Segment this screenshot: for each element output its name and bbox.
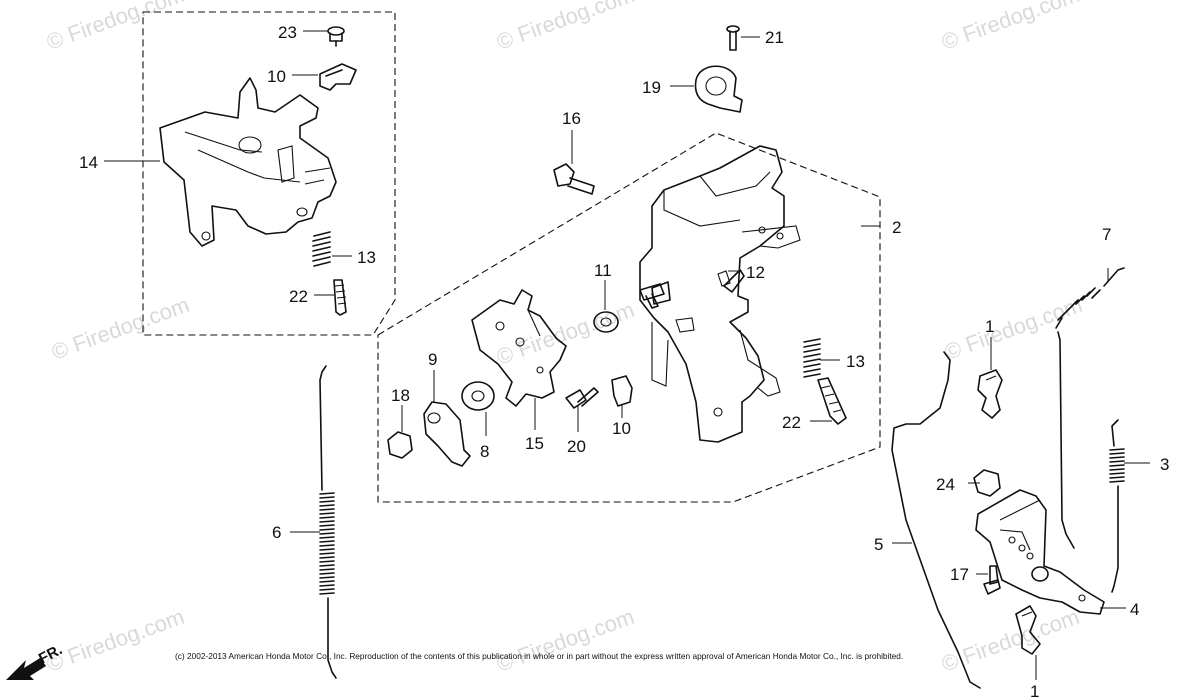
nut-18 (387, 431, 413, 459)
watermark: © Firedog.com (43, 0, 187, 55)
clip-10-top (319, 63, 357, 91)
leader-lines (104, 30, 1150, 680)
plate-15 (471, 289, 567, 407)
callout-12: 12 (746, 263, 765, 282)
control-panel-2 (639, 145, 801, 443)
screw-21 (726, 25, 740, 51)
spring-7 (1055, 267, 1125, 549)
bolt-22-top (333, 279, 347, 316)
callout-16: 16 (562, 109, 581, 128)
washer-11 (593, 311, 619, 333)
assembly-2-outline (377, 132, 881, 503)
callout-14: 14 (79, 153, 98, 172)
spring-3 (1109, 419, 1125, 593)
callout-8: 8 (480, 442, 489, 461)
center-bolt (639, 283, 665, 309)
callout-15: 15 (525, 434, 544, 453)
callout-1-upper: 1 (985, 317, 994, 336)
assembly-14-outline (142, 11, 396, 336)
pulley-9 (423, 401, 471, 467)
callout-22-top: 22 (289, 287, 308, 306)
callout-10-top: 10 (267, 67, 286, 86)
bolt-16 (553, 163, 595, 195)
spring-6 (319, 365, 337, 679)
callout-10-center: 10 (612, 419, 631, 438)
callout-23: 23 (278, 23, 297, 42)
bolt-22-center (817, 377, 847, 425)
joint-1-upper (977, 369, 1003, 419)
watermark: © Firedog.com (938, 0, 1082, 55)
callouts: 23 10 14 13 22 16 21 19 2 12 13 22 11 9 … (79, 23, 1169, 700)
watermark: © Firedog.com (48, 292, 192, 365)
callout-5: 5 (874, 535, 883, 554)
callout-20: 20 (567, 437, 586, 456)
spring-13-center (803, 338, 821, 378)
joint-1-lower (1015, 605, 1041, 655)
rod-5 (891, 351, 981, 689)
callout-18: 18 (391, 386, 410, 405)
watermark: © Firedog.com (493, 604, 637, 677)
watermark: © Firedog.com (493, 297, 637, 370)
callout-9: 9 (428, 350, 437, 369)
bolt-20 (565, 387, 599, 409)
watermark: © Firedog.com (941, 292, 1085, 365)
callout-21: 21 (765, 28, 784, 47)
bolt-23 (327, 26, 345, 47)
callout-6: 6 (272, 523, 281, 542)
bracket-14 (159, 77, 337, 247)
callout-4: 4 (1130, 600, 1139, 619)
callout-13-center: 13 (846, 352, 865, 371)
nut-24 (973, 469, 1001, 497)
callout-22-center: 22 (782, 413, 801, 432)
arm-12 (723, 269, 745, 293)
clamp-19 (694, 65, 743, 113)
washer-8 (461, 381, 495, 411)
callout-1-lower: 1 (1030, 682, 1039, 700)
clip-10-center (611, 375, 633, 407)
bolt-17 (983, 565, 1001, 595)
callout-7: 7 (1102, 225, 1111, 244)
callout-13-top: 13 (357, 248, 376, 267)
watermark: © Firedog.com (938, 604, 1082, 677)
callout-2: 2 (892, 218, 901, 237)
watermark: © Firedog.com (43, 604, 187, 677)
callout-24: 24 (936, 475, 955, 494)
arm-bracket-4 (975, 489, 1105, 615)
watermark: © Firedog.com (493, 0, 637, 55)
watermarks: © Firedog.com © Firedog.com © Firedog.co… (43, 0, 1085, 677)
callout-17: 17 (950, 565, 969, 584)
callout-3: 3 (1160, 455, 1169, 474)
spring-13-top (312, 231, 331, 267)
callout-19: 19 (642, 78, 661, 97)
callout-11: 11 (594, 261, 612, 280)
copyright-notice: (c) 2002-2013 American Honda Motor Co., … (175, 651, 904, 661)
